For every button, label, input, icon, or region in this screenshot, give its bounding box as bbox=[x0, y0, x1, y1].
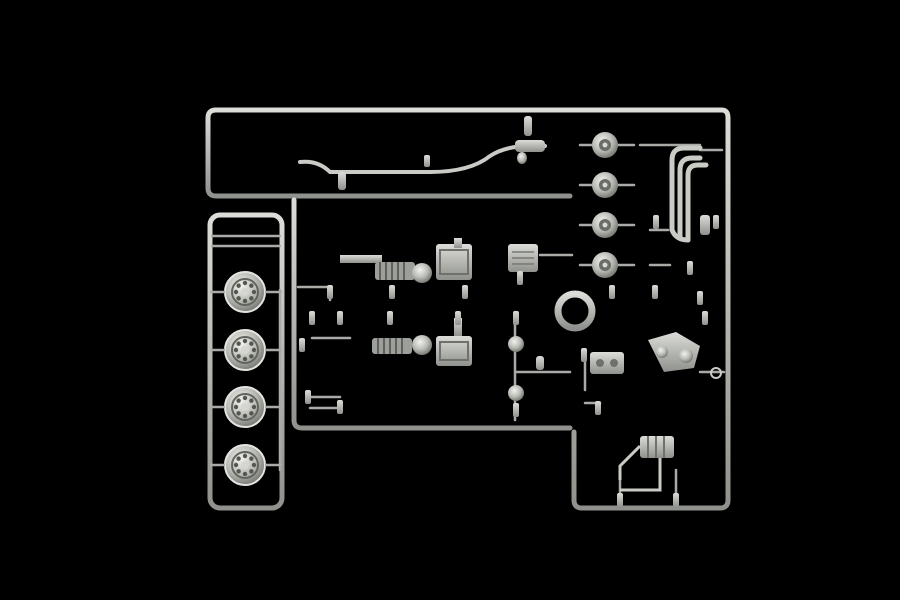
small-part bbox=[513, 311, 519, 325]
small-part bbox=[299, 338, 305, 352]
middle-box-runner bbox=[291, 197, 573, 431]
exhaust-manifold-part bbox=[669, 145, 710, 243]
battery-part bbox=[508, 244, 538, 272]
small-part bbox=[455, 311, 461, 325]
engine-block-lower bbox=[372, 318, 472, 366]
exhaust-pipe-part bbox=[298, 116, 547, 190]
wheel-rim bbox=[210, 444, 282, 486]
small-part bbox=[327, 285, 333, 299]
small-part bbox=[617, 493, 623, 507]
small-part bbox=[309, 311, 315, 325]
brake-drum bbox=[592, 252, 618, 278]
brake-drum bbox=[592, 212, 618, 238]
wheel-rim bbox=[210, 386, 282, 428]
transmission-part bbox=[648, 332, 722, 379]
small-part bbox=[337, 311, 343, 325]
outer-runner bbox=[213, 107, 731, 511]
carburettor-part bbox=[618, 436, 674, 492]
brake-drums bbox=[592, 132, 618, 278]
small-part bbox=[517, 271, 523, 285]
brake-drum bbox=[592, 172, 618, 198]
runner-ring bbox=[554, 290, 596, 332]
small-part bbox=[305, 390, 311, 404]
engine-block-upper bbox=[340, 238, 472, 283]
wheel-frame bbox=[207, 212, 285, 511]
sprue-frame bbox=[205, 107, 731, 511]
pulley-parts bbox=[508, 336, 544, 401]
wheel-rim bbox=[210, 271, 282, 313]
small-part bbox=[609, 285, 615, 299]
small-part bbox=[389, 285, 395, 299]
brake-drum bbox=[592, 132, 618, 158]
small-part bbox=[513, 403, 519, 417]
small-part bbox=[652, 285, 658, 299]
small-part bbox=[462, 285, 468, 299]
small-part bbox=[687, 261, 693, 275]
wheel-rim bbox=[210, 329, 282, 371]
small-part bbox=[337, 400, 343, 414]
small-part bbox=[697, 291, 703, 305]
small-part bbox=[673, 493, 679, 507]
top-box-runner bbox=[205, 107, 573, 199]
small-part bbox=[387, 311, 393, 325]
small-part bbox=[581, 348, 587, 362]
cylinder-head-part bbox=[590, 352, 624, 374]
small-part bbox=[702, 311, 708, 325]
wheel-rims bbox=[210, 271, 282, 486]
small-parts bbox=[299, 215, 719, 507]
small-part bbox=[713, 215, 719, 229]
small-part bbox=[595, 401, 601, 415]
small-part bbox=[653, 215, 659, 229]
